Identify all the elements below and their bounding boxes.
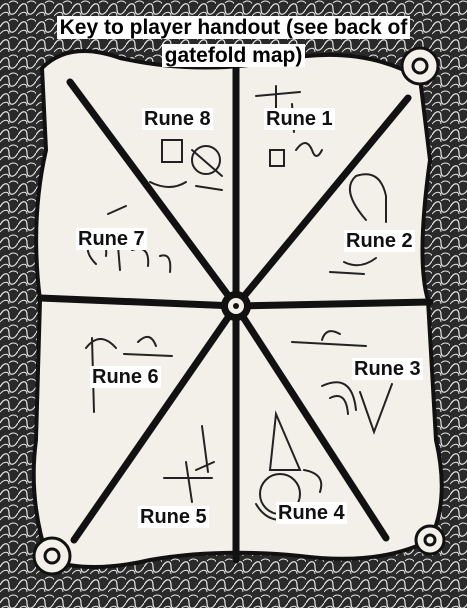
title-line-2: gatefold map)	[162, 44, 306, 67]
center-hub	[221, 291, 251, 321]
rune-5-label: Rune 5	[138, 506, 209, 528]
title-line-1: Key to player handout (see back of	[57, 16, 411, 39]
rune-8-label: Rune 8	[142, 108, 213, 130]
rune-4-label: Rune 4	[276, 502, 347, 524]
handout-title: Key to player handout (see back of gatef…	[28, 14, 439, 70]
rune-2-label: Rune 2	[344, 230, 415, 252]
rune-3-label: Rune 3	[352, 358, 423, 380]
rune-1-label: Rune 1	[264, 108, 335, 130]
rune-7-label: Rune 7	[76, 228, 147, 250]
rune-6-label: Rune 6	[90, 366, 161, 388]
